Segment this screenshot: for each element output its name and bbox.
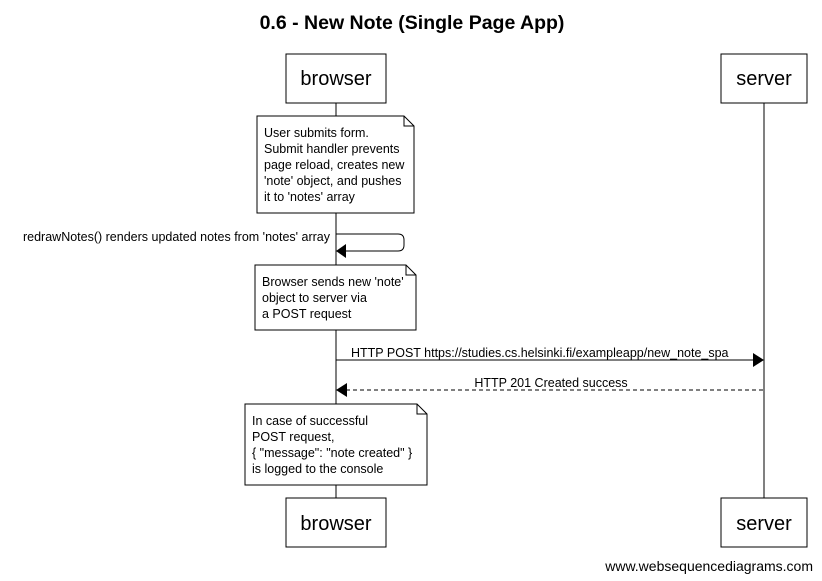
participant-server-top: server: [720, 53, 808, 104]
note-1-line-1: User submits form.: [264, 126, 369, 140]
response-message: HTTP 201 Created success: [336, 376, 764, 397]
note-1-line-4: 'note' object, and pushes: [264, 174, 402, 188]
note-2-line-2: object to server via: [262, 291, 367, 305]
participant-browser-bottom: browser: [285, 497, 387, 548]
note-3-line-4: is logged to the console: [252, 462, 383, 476]
participant-browser-top-label: browser: [300, 68, 371, 90]
response-label: HTTP 201 Created success: [474, 376, 627, 390]
post-request-label: HTTP POST https://studies.cs.helsinki.fi…: [351, 346, 729, 360]
post-request-arrowhead: [753, 353, 764, 367]
self-call-arrowhead: [336, 244, 346, 258]
note-3-line-2: POST request,: [252, 430, 334, 444]
note-2-line-3: a POST request: [262, 307, 352, 321]
note-3-line-3: { "message": "note created" }: [252, 446, 412, 460]
diagram-title: 0.6 - New Note (Single Page App): [260, 12, 565, 34]
participant-server-top-label: server: [736, 68, 792, 90]
post-request-message: HTTP POST https://studies.cs.helsinki.fi…: [336, 346, 764, 367]
note-3: In case of successful POST request, { "m…: [244, 403, 428, 486]
note-1-line-5: it to 'notes' array: [264, 190, 356, 204]
self-call-message: redrawNotes() renders updated notes from…: [23, 230, 405, 258]
note-1-line-3: page reload, creates new: [264, 158, 405, 172]
watermark-text: www.websequencediagrams.com: [604, 558, 813, 574]
note-1: User submits form. Submit handler preven…: [256, 115, 415, 214]
note-2: Browser sends new 'note' object to serve…: [254, 264, 417, 331]
self-call-label: redrawNotes() renders updated notes from…: [23, 230, 331, 244]
response-arrowhead: [336, 383, 347, 397]
note-1-line-2: Submit handler prevents: [264, 142, 400, 156]
participant-browser-top: browser: [285, 53, 387, 104]
note-3-line-1: In case of successful: [252, 414, 368, 428]
participant-browser-bottom-label: browser: [300, 513, 371, 535]
participant-server-bottom-label: server: [736, 513, 792, 535]
note-2-line-1: Browser sends new 'note': [262, 275, 404, 289]
participant-server-bottom: server: [720, 497, 808, 548]
